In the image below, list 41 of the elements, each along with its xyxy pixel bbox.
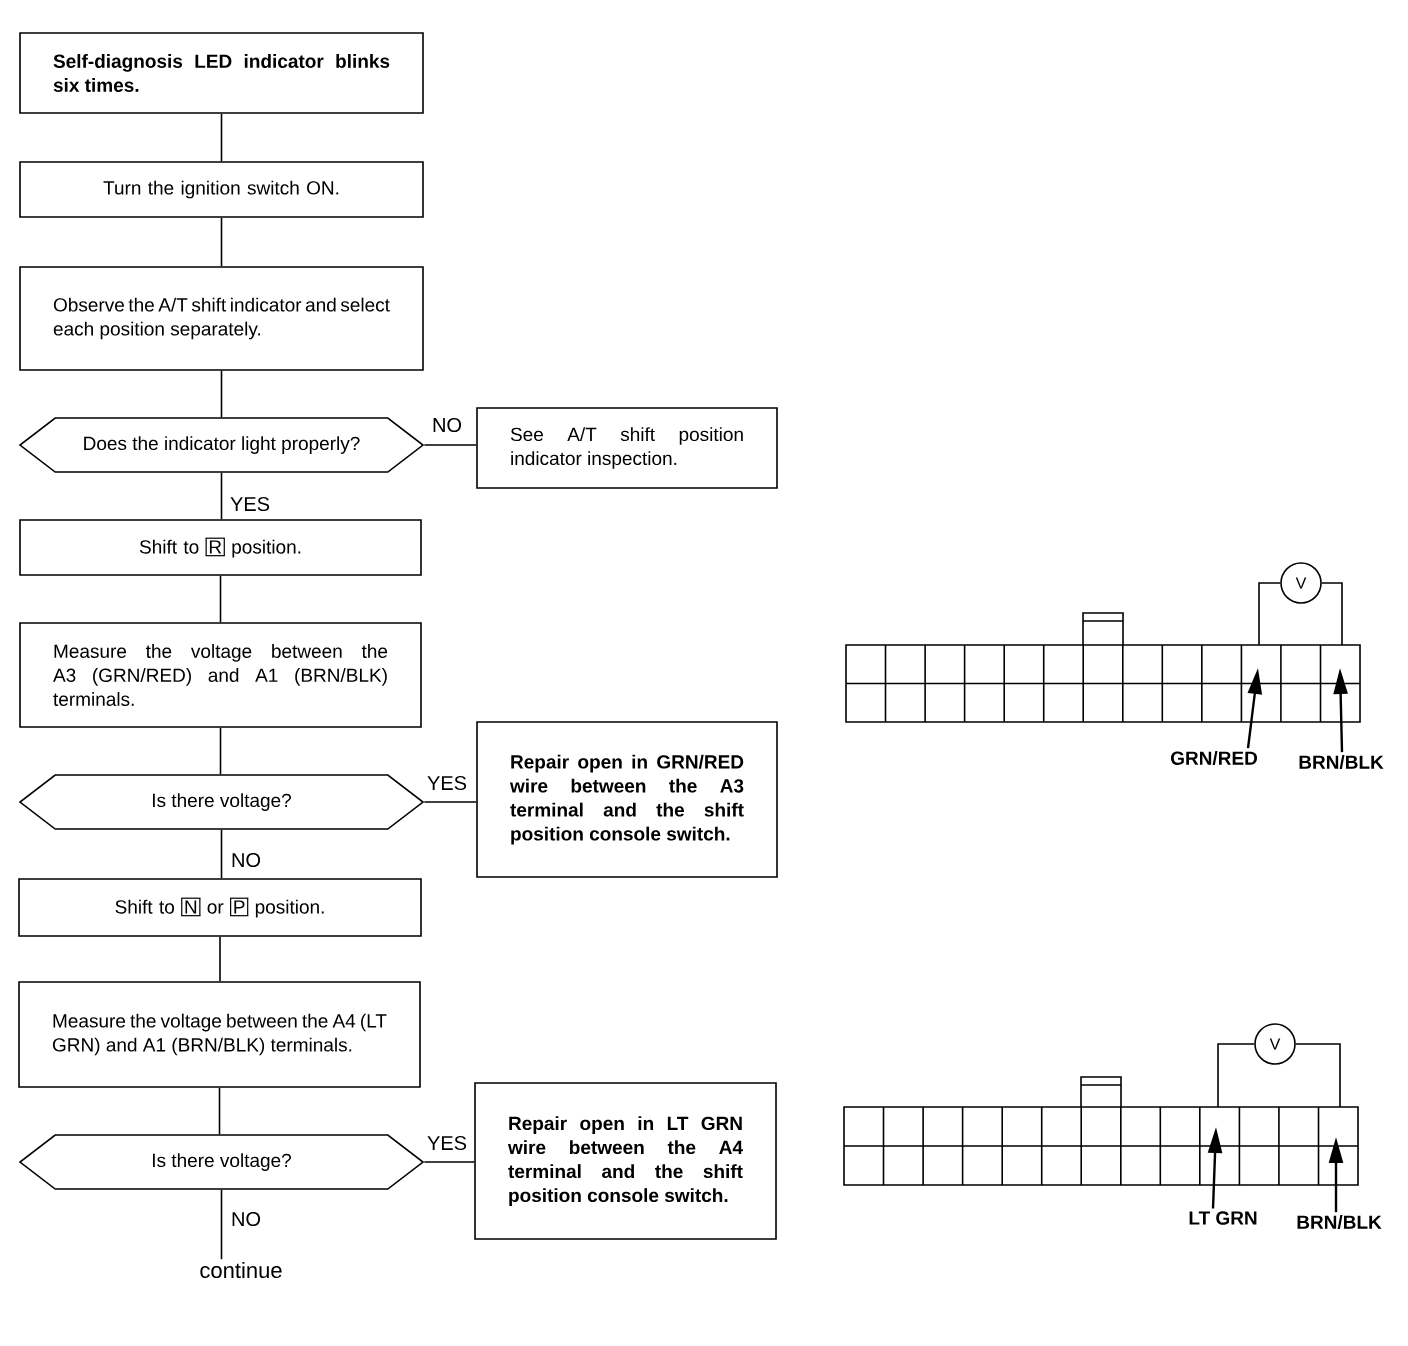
process-box: Self-diagnosis LED indicator blinks six times.: [19, 32, 424, 114]
edge-label: YES: [228, 494, 272, 514]
decision-hexagon: Is there voltage?: [18, 774, 425, 830]
probe-wire: [1295, 1043, 1341, 1108]
probe-wire: [1217, 1043, 1255, 1108]
wire-label: BRN/BLK: [1297, 1214, 1382, 1230]
process-box: Repair open in GRN/RED wire between the A3 terminal and the shift position console switch.: [476, 721, 778, 878]
wire-label: LT GRN: [1189, 1211, 1257, 1225]
probe-wire: [1321, 582, 1343, 646]
process-box: Measure the voltage between the A3 (GRN/RED) and A1 (BRN/BLK) terminals.: [19, 622, 422, 728]
process-box: Shift to R position.: [19, 519, 422, 576]
edge-label: YES: [425, 1133, 469, 1153]
flow-text: continue: [200, 1261, 282, 1279]
connector-line: [220, 1189, 223, 1260]
connector-line: [219, 936, 221, 982]
connector-line: [423, 1161, 475, 1163]
edge-label: NO: [229, 850, 263, 870]
connector-line: [219, 575, 222, 623]
process-box: Repair open in LT GRN wire between the A4 terminal and the shift position console switch.: [474, 1082, 777, 1240]
edge-label: NO: [430, 415, 464, 435]
wire-label: BRN/BLK: [1299, 754, 1384, 770]
connector-line: [423, 801, 477, 803]
connector-line: [220, 217, 223, 267]
connector-line: [220, 472, 223, 520]
wire-label: GRN/RED: [1171, 750, 1257, 766]
probe-wire: [1258, 582, 1281, 646]
process-box: Observe the A/T shift indicator and select each position separately.: [19, 266, 424, 371]
connector-line: [219, 727, 222, 775]
connector-line: [220, 113, 223, 162]
edge-label: NO: [229, 1209, 263, 1229]
process-box: Shift to N or P position.: [18, 878, 422, 937]
decision-hexagon: Is there voltage?: [18, 1134, 425, 1190]
connector-line: [220, 370, 223, 418]
process-box: See A/T shift position indicator inspection.: [476, 407, 778, 489]
connector-line: [218, 1087, 221, 1135]
connector-line: [423, 444, 477, 446]
edge-label: YES: [425, 773, 469, 793]
decision-hexagon: Does the indicator light properly?: [18, 417, 425, 473]
process-box: Measure the voltage between the A4 (LT GRN) and A1 (BRN/BLK) terminals.: [18, 981, 421, 1088]
process-box: Turn the ignition switch ON.: [19, 161, 424, 218]
connector-line: [220, 829, 223, 879]
